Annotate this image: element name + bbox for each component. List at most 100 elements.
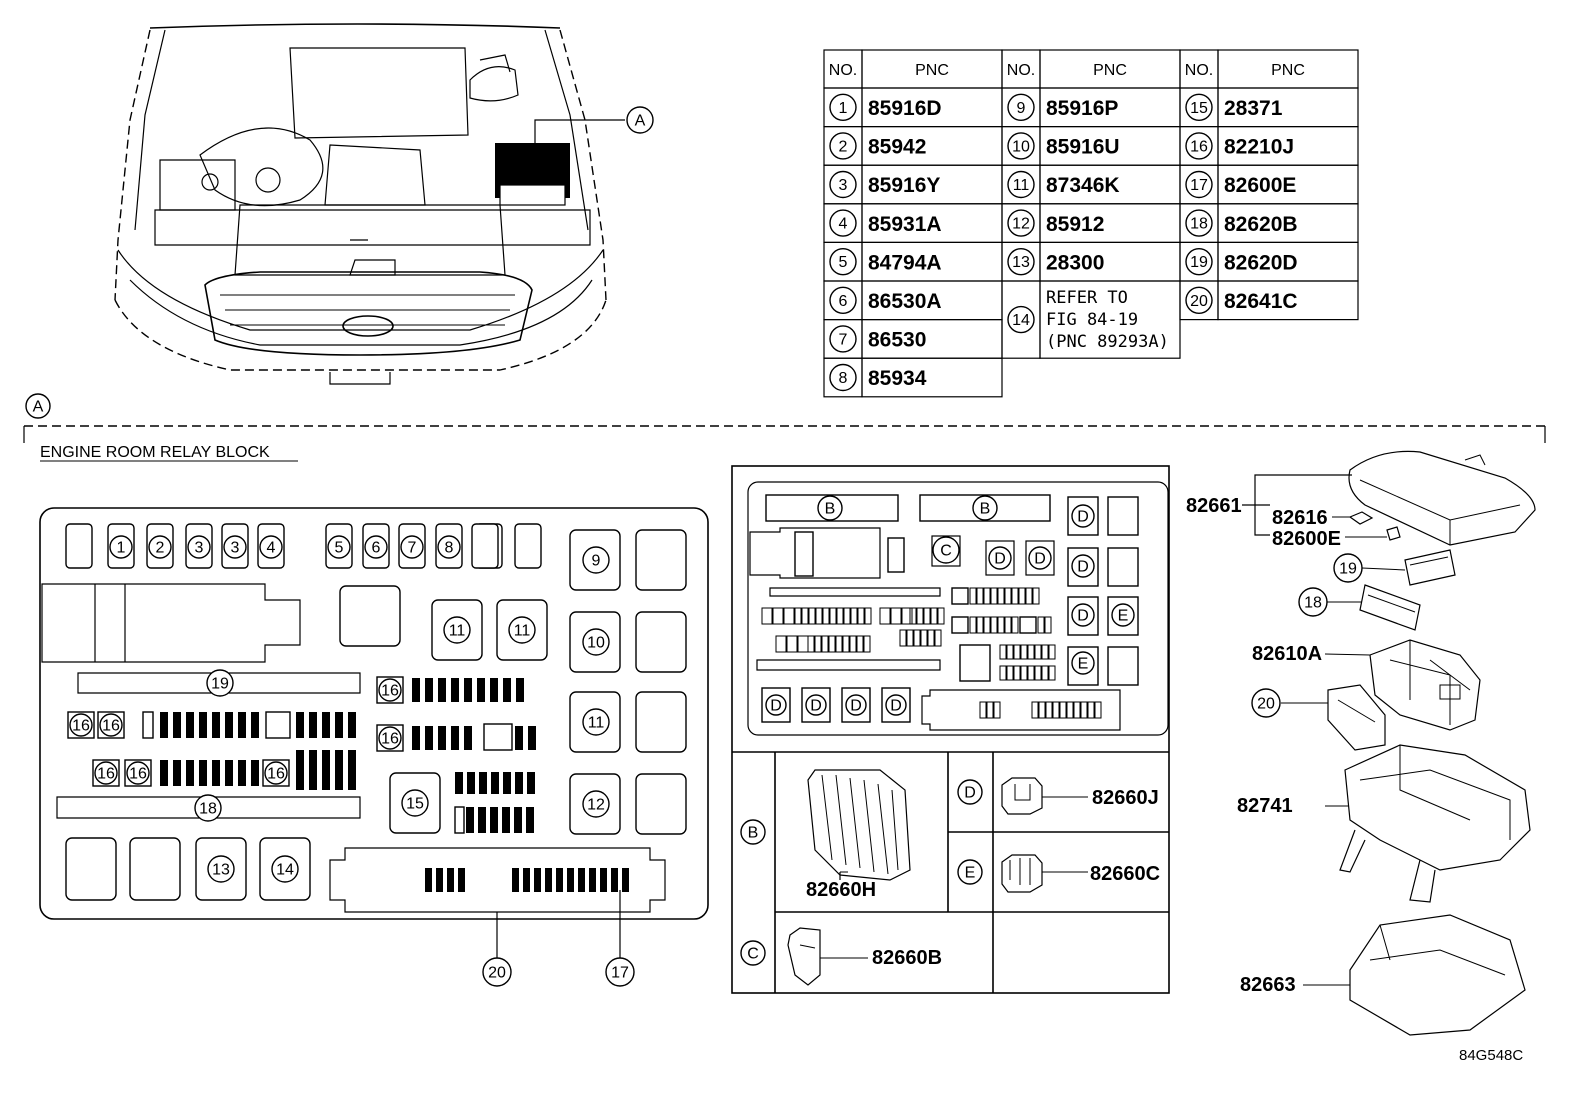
fuse-label-circle xyxy=(327,535,351,559)
mini-fuse xyxy=(455,772,463,794)
pnc-value: 82641C xyxy=(1224,290,1298,313)
part-82660c: 82660C xyxy=(1090,863,1160,885)
connector-letter-c: C xyxy=(740,940,766,966)
fuse-label-16-label: 16 xyxy=(381,683,399,700)
mini-fuse xyxy=(309,712,317,738)
fuse-label: 6 xyxy=(364,535,388,559)
mini-fuse xyxy=(523,868,530,892)
row-number-label: 1 xyxy=(839,100,848,117)
pin xyxy=(1025,587,1033,605)
table-header-pnc: PNC xyxy=(915,62,949,79)
fuse-label: 3 xyxy=(223,535,247,559)
fuse-label-circle xyxy=(148,535,172,559)
pin xyxy=(835,635,843,653)
row-number-label: 15 xyxy=(1190,100,1208,117)
row-number: 7 xyxy=(829,325,857,353)
mini-fuse xyxy=(212,760,220,786)
connector-letter-d-label: D xyxy=(1077,608,1089,625)
engine-bay-illustration: A xyxy=(114,23,654,385)
mini-fuse xyxy=(622,868,629,892)
mini-fuse xyxy=(466,807,474,833)
mini-fuse xyxy=(412,678,420,702)
row-number-circle xyxy=(1007,305,1035,334)
mini-fuse xyxy=(199,760,207,786)
relay-label-9: 9 xyxy=(582,546,610,574)
connector-letter-e-circle xyxy=(1111,603,1135,627)
pin xyxy=(1080,701,1088,719)
relay-label-14-circle xyxy=(271,855,299,883)
row-number-label: 16 xyxy=(1190,138,1208,155)
connector-letter-d-circle xyxy=(765,694,787,716)
row-number-label: 10 xyxy=(1012,138,1030,155)
pnc-value: 85916U xyxy=(1046,136,1120,159)
mini-fuse xyxy=(451,726,459,750)
fuse-label-16-circle xyxy=(126,761,150,785)
fuse-label-16: 16 xyxy=(378,726,402,750)
pin xyxy=(986,701,994,719)
connector-letter-d-label: D xyxy=(890,698,902,715)
pin xyxy=(916,607,924,625)
pin xyxy=(1073,701,1081,719)
mini-fuse xyxy=(322,774,330,790)
fuse-label-16-circle xyxy=(99,713,123,737)
row-number: 18 xyxy=(1185,209,1213,237)
fuse-label: 1 xyxy=(109,535,133,559)
pin xyxy=(864,607,872,625)
connector-letter-d-label: D xyxy=(1077,559,1089,576)
fuse-label-circle xyxy=(364,535,388,559)
mini-fuse xyxy=(503,772,511,794)
bar-label-19-label: 19 xyxy=(211,676,229,693)
pin xyxy=(927,629,935,647)
connector-label-20-label: 20 xyxy=(488,965,506,982)
pin xyxy=(1094,701,1102,719)
pin xyxy=(1013,665,1021,681)
row-number-label: 12 xyxy=(1012,216,1030,233)
mini-fuse xyxy=(335,750,343,774)
pin xyxy=(1018,587,1026,605)
relay-label-12-circle xyxy=(582,790,610,818)
row-number: 11 xyxy=(1007,170,1035,199)
connector-letter-d-circle xyxy=(1028,546,1052,570)
pnc-note-line: (PNC 89293A) xyxy=(1046,332,1169,352)
connector-letter-b-label: B xyxy=(748,825,759,842)
mini-fuse xyxy=(464,726,472,750)
connector-letter-e-label: E xyxy=(965,865,976,882)
fuse-label-label: 6 xyxy=(372,540,381,557)
relay-label-14-label: 14 xyxy=(276,862,294,879)
fuse-slot xyxy=(65,523,93,569)
connector-letter-e-label: E xyxy=(1118,608,1129,625)
fuse-label-label: 3 xyxy=(231,540,240,557)
row-number: 17 xyxy=(1185,170,1213,199)
pin xyxy=(857,607,865,625)
relay-label-10-circle xyxy=(582,628,610,656)
pin xyxy=(976,587,984,605)
row-number-label: 5 xyxy=(839,254,848,271)
connector-letter-d: D xyxy=(1071,603,1095,627)
part-82660h: 82660H xyxy=(806,879,876,901)
mini-fuse xyxy=(512,868,519,892)
mini-fuse xyxy=(173,760,181,786)
mini-fuse xyxy=(503,678,511,702)
exploded-label-20: 20 xyxy=(1251,688,1281,718)
connector-e-drawing xyxy=(840,854,1088,893)
pin xyxy=(1041,644,1049,660)
fuse-label-label: 2 xyxy=(156,540,165,557)
fuse-label: 5 xyxy=(327,535,351,559)
bar-label-19-circle xyxy=(206,669,234,697)
connector-letter-d-label: D xyxy=(810,698,822,715)
pin xyxy=(1048,665,1056,681)
pin xyxy=(923,607,931,625)
pin xyxy=(990,616,998,634)
relay-label-10: 10 xyxy=(582,628,610,656)
connector-letter-d: D xyxy=(1028,546,1052,570)
